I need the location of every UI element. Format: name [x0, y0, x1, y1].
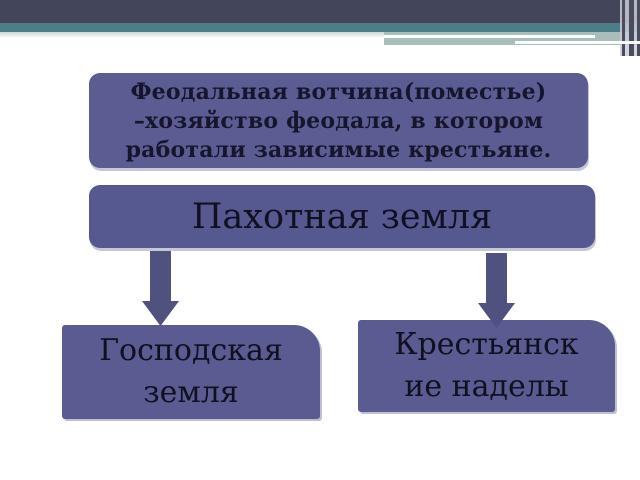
root-box-label: Пахотная земля: [191, 196, 493, 237]
child-box-lords-land: Господская земля: [62, 325, 320, 419]
definition-line: –хозяйство феодала, в котором: [133, 108, 544, 134]
down-arrow-icon: [142, 251, 179, 326]
definition-line: Феодальная вотчина(поместье): [130, 79, 547, 105]
header-white-line-upper: [384, 35, 595, 38]
child-box-label-line: Господская: [99, 333, 283, 368]
header-fade-strip: [0, 32, 640, 38]
header-dark-bar: [0, 0, 640, 23]
corner-stripe: [629, 0, 634, 56]
header-teal-bar: [0, 23, 640, 32]
child-box-peasant-allotments: Крестьянск ие наделы: [358, 320, 615, 412]
child-box-label-line: земля: [143, 375, 239, 410]
down-arrow-icon: [478, 253, 515, 328]
root-box-arable-land: Пахотная земля: [89, 185, 595, 248]
child-box-label-line: Крестьянск: [394, 327, 579, 362]
corner-stripe: [637, 0, 640, 56]
definition-line: работали зависимые крестьяне.: [125, 137, 552, 163]
child-box-label-line: ие наделы: [404, 369, 569, 404]
definition-box: Феодальная вотчина(поместье) –хозяйство …: [89, 73, 588, 168]
header-white-line-lower: [515, 41, 640, 44]
corner-stripes-decoration: [620, 0, 640, 56]
corner-stripe: [622, 0, 625, 56]
